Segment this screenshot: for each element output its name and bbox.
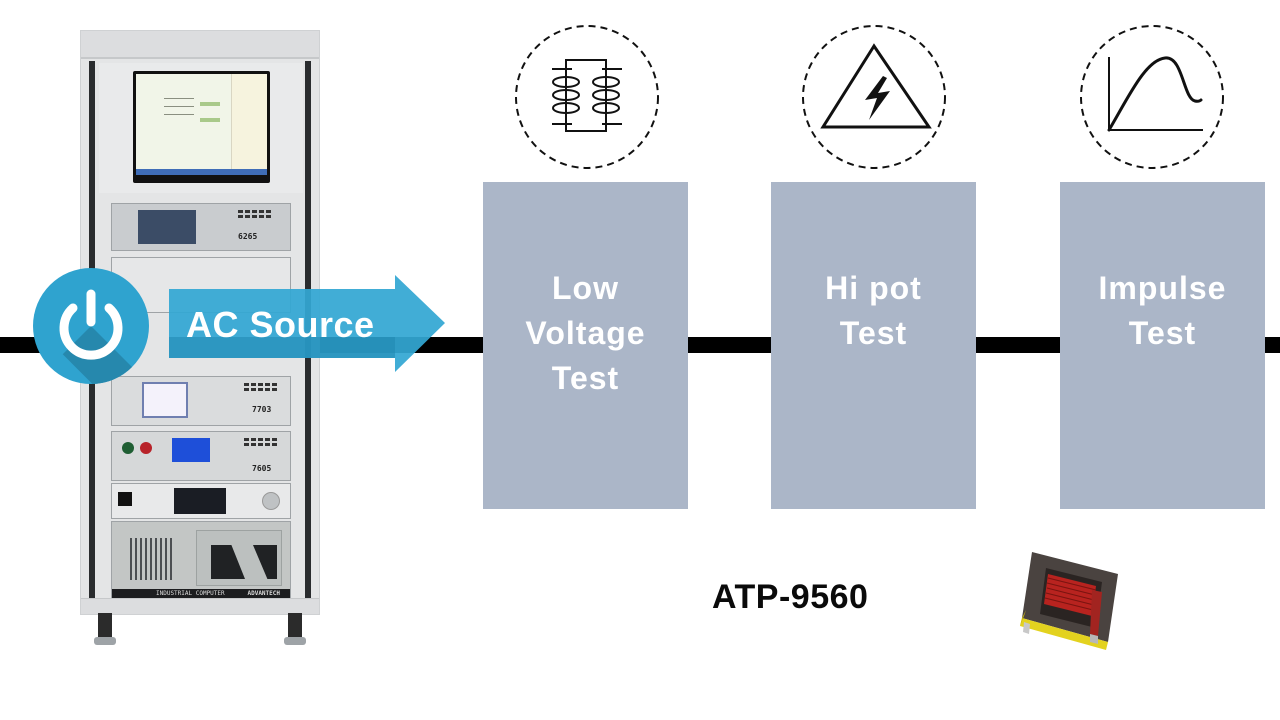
high-voltage-warning-icon [802, 25, 946, 169]
step-low-voltage-test: Low Voltage Test [483, 182, 688, 509]
step-label-line: Hi pot [825, 270, 922, 306]
transformer-product-image [1020, 552, 1118, 650]
step-hipot-test: Hi pot Test [771, 182, 976, 509]
instrument-6265: 6265 [111, 203, 291, 251]
step-impulse-test: Impulse Test [1060, 182, 1265, 509]
step-label-line: Test [839, 315, 908, 351]
model-label: ATP-9560 [712, 578, 869, 616]
ac-source-arrow [169, 275, 445, 372]
transformer-coil-icon [515, 25, 659, 169]
monitor-taskbar [136, 169, 267, 175]
cabinet-foot-left [94, 613, 116, 645]
cabinet-top [81, 31, 319, 59]
industrial-computer: INDUSTRIAL COMPUTER ADVANTECH [111, 521, 291, 599]
instrument-label: 6265 [238, 232, 258, 241]
cabinet-monitor [133, 71, 270, 183]
instrument-7605: 7605 [111, 431, 291, 481]
computer-door [196, 530, 282, 586]
step-label-line: Voltage [525, 315, 646, 351]
impulse-waveform-icon [1080, 25, 1224, 169]
computer-label-strip: INDUSTRIAL COMPUTER ADVANTECH [112, 589, 290, 598]
computer-brand: ADVANTECH [247, 590, 280, 597]
cabinet-foot-right [284, 613, 306, 645]
instrument-7703: 7703 [111, 376, 291, 426]
computer-vent [130, 538, 174, 580]
monitor-side-panel [231, 74, 267, 175]
step-label-line: Test [1128, 315, 1197, 351]
instrument-label: 7605 [252, 464, 272, 473]
instrument-label: 7703 [252, 405, 272, 414]
step-label-line: Impulse [1098, 270, 1227, 306]
ac-source-label: AC Source [186, 304, 375, 345]
computer-label: INDUSTRIAL COMPUTER [156, 590, 225, 597]
power-icon [59, 289, 123, 360]
step-label-line: Low [552, 270, 619, 306]
power-button-badge [33, 268, 149, 384]
monitor-screen [136, 74, 267, 175]
ac-source-unit [111, 483, 291, 519]
cabinet-base [81, 598, 319, 614]
step-label-line: Test [551, 360, 620, 396]
